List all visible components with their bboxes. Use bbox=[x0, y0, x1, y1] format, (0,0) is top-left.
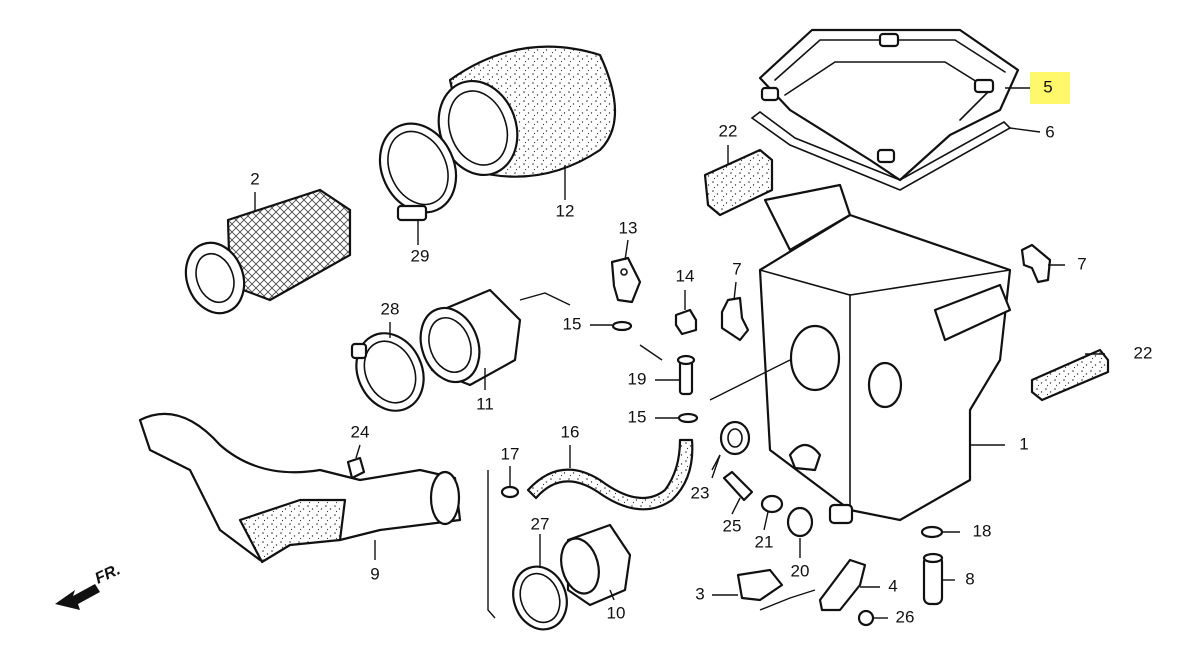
callout-28[interactable]: 28 bbox=[381, 299, 400, 318]
front-direction-indicator: FR. bbox=[55, 561, 123, 610]
callout-22[interactable]: 22 bbox=[1134, 343, 1153, 362]
callout-22[interactable]: 22 bbox=[719, 121, 738, 140]
elbow-tube-7[interactable] bbox=[720, 296, 750, 342]
airbox-case[interactable] bbox=[758, 183, 1012, 525]
hose-clamp-15-lower[interactable] bbox=[677, 412, 699, 424]
callout-15[interactable]: 15 bbox=[628, 407, 647, 426]
callout-12[interactable]: 12 bbox=[556, 201, 575, 220]
callout-1[interactable]: 1 bbox=[1019, 434, 1028, 453]
leader-lines bbox=[254, 87, 1105, 619]
callout-26[interactable]: 26 bbox=[896, 607, 915, 626]
callout-14[interactable]: 14 bbox=[676, 266, 695, 285]
bracket-4[interactable] bbox=[818, 558, 867, 612]
callout-13[interactable]: 13 bbox=[619, 218, 638, 237]
grommet-20[interactable] bbox=[786, 506, 814, 538]
callout-27[interactable]: 27 bbox=[531, 514, 550, 533]
airbox-cover[interactable] bbox=[758, 28, 1020, 182]
clip-18[interactable] bbox=[920, 525, 944, 539]
callout-6[interactable]: 6 bbox=[1045, 122, 1054, 141]
bracket-3[interactable] bbox=[736, 568, 784, 602]
callout-10[interactable]: 10 bbox=[607, 603, 626, 622]
grommet-23[interactable] bbox=[719, 420, 751, 456]
callout-4[interactable]: 4 bbox=[888, 576, 897, 595]
callout-7[interactable]: 7 bbox=[732, 259, 741, 278]
intake-duct-9[interactable] bbox=[138, 412, 462, 564]
cover-gasket[interactable] bbox=[750, 111, 1012, 191]
breather-hose-16[interactable] bbox=[526, 438, 694, 511]
bolt-24[interactable] bbox=[346, 456, 366, 480]
front-arrow-icon bbox=[55, 584, 100, 610]
callout-21[interactable]: 21 bbox=[755, 532, 774, 551]
callout-8[interactable]: 8 bbox=[965, 569, 974, 588]
intake-boot-11[interactable] bbox=[411, 288, 522, 390]
clamp-band-29[interactable] bbox=[366, 111, 470, 225]
callout-23[interactable]: 23 bbox=[691, 483, 710, 502]
breather-fitting-19[interactable] bbox=[676, 354, 696, 396]
filter-cage[interactable] bbox=[176, 188, 352, 321]
ring-17[interactable] bbox=[500, 485, 520, 499]
hose-clamp-15-upper[interactable] bbox=[611, 320, 633, 332]
callout-7[interactable]: 7 bbox=[1077, 254, 1086, 273]
callout-5[interactable]: 5 bbox=[1043, 77, 1052, 96]
callout-17[interactable]: 17 bbox=[501, 444, 520, 463]
callout-11[interactable]: 11 bbox=[476, 394, 494, 413]
foam-strip-right[interactable] bbox=[1030, 348, 1110, 402]
clamp-28[interactable] bbox=[344, 322, 436, 422]
callout-24[interactable]: 24 bbox=[351, 422, 370, 441]
air-filter-element[interactable] bbox=[426, 45, 616, 186]
boot-10[interactable] bbox=[555, 523, 632, 607]
callout-labels: 5 6 22 12 2 29 13 14 7 7 28 15 11 19 15 … bbox=[250, 77, 1152, 626]
callout-15[interactable]: 15 bbox=[563, 314, 582, 333]
callout-16[interactable]: 16 bbox=[561, 422, 580, 441]
callout-18[interactable]: 18 bbox=[973, 521, 992, 540]
bolt-26[interactable] bbox=[857, 609, 875, 627]
callout-9[interactable]: 9 bbox=[370, 564, 379, 583]
front-label: FR. bbox=[93, 561, 124, 587]
callout-19[interactable]: 19 bbox=[628, 369, 647, 388]
highlight-marker bbox=[1030, 72, 1070, 104]
clip-7-right[interactable] bbox=[1020, 243, 1052, 284]
clamp-27[interactable] bbox=[505, 559, 576, 637]
foam-strip-upper[interactable] bbox=[703, 148, 774, 217]
callout-25[interactable]: 25 bbox=[723, 516, 742, 535]
callout-2[interactable]: 2 bbox=[250, 169, 259, 188]
callout-29[interactable]: 29 bbox=[411, 246, 430, 265]
block-14[interactable] bbox=[674, 308, 698, 336]
bracket-13[interactable] bbox=[610, 256, 642, 304]
bolt-25[interactable] bbox=[722, 470, 754, 502]
callout-20[interactable]: 20 bbox=[791, 561, 810, 580]
collar-21[interactable] bbox=[760, 494, 784, 514]
drain-tube-8[interactable] bbox=[922, 552, 944, 606]
callout-3[interactable]: 3 bbox=[695, 584, 704, 603]
